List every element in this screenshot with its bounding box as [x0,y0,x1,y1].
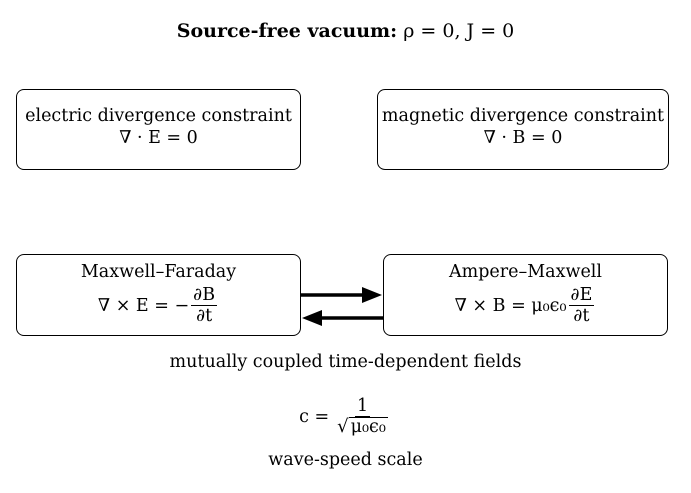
magnetic-divergence-label: magnetic divergence constraint [381,106,665,126]
electric-divergence-equation: ∇ · E = 0 [119,128,198,148]
wave-speed-denominator: √ μ₀ϵ₀ [335,417,390,437]
wave-speed-equation: c = 1 √ μ₀ϵ₀ [299,396,392,437]
wave-speed-equation-row: c = 1 √ μ₀ϵ₀ [0,396,691,437]
electric-divergence-box: electric divergence constraint ∇ · E = 0 [16,89,301,170]
magnetic-divergence-box: magnetic divergence constraint ∇ · B = 0 [377,89,669,170]
ampere-maxwell-numerator: ∂E [568,285,595,306]
maxwell-faraday-equation: ∇ × E = − ∂B ∂t [98,285,219,326]
wave-speed-fraction: 1 √ μ₀ϵ₀ [335,396,390,437]
radical-sign-icon: √ [337,416,349,437]
ampere-maxwell-label: Ampere–Maxwell [448,262,602,282]
wave-speed-numerator: 1 [354,396,371,417]
faraday-to-ampere-arrowhead [362,287,382,303]
ampere-maxwell-box: Ampere–Maxwell ∇ × B = μ₀ϵ₀ ∂E ∂t [383,254,668,336]
ampere-maxwell-denominator: ∂t [573,306,590,326]
wave-speed-caption: wave-speed scale [268,450,423,470]
title-heading: Source-free vacuum: [176,20,398,42]
square-root: √ μ₀ϵ₀ [337,417,388,437]
ampere-maxwell-lhs: ∇ × B = μ₀ϵ₀ [454,295,567,316]
maxwell-faraday-numerator: ∂B [191,285,218,306]
maxwell-faraday-denominator: ∂t [196,306,213,326]
ampere-maxwell-fraction: ∂E ∂t [568,285,595,326]
maxwell-faraday-lhs: ∇ × E = − [97,295,190,316]
magnetic-divergence-equation: ∇ · B = 0 [483,128,563,148]
maxwell-faraday-label: Maxwell–Faraday [80,262,237,282]
ampere-maxwell-equation: ∇ × B = μ₀ϵ₀ ∂E ∂t [455,285,597,326]
coupling-caption: mutually coupled time-dependent fields [169,352,522,372]
maxwell-faraday-box: Maxwell–Faraday ∇ × E = − ∂B ∂t [16,254,301,336]
maxwell-faraday-fraction: ∂B ∂t [191,285,218,326]
diagram-title: Source-free vacuum: ρ = 0, J = 0 [0,19,691,43]
electric-divergence-label: electric divergence constraint [25,106,292,126]
ampere-to-faraday-arrowhead [302,310,322,326]
wave-speed-lhs: c = [299,406,330,427]
title-condition: ρ = 0, J = 0 [403,20,515,42]
wave-speed-radicand: μ₀ϵ₀ [348,417,388,437]
